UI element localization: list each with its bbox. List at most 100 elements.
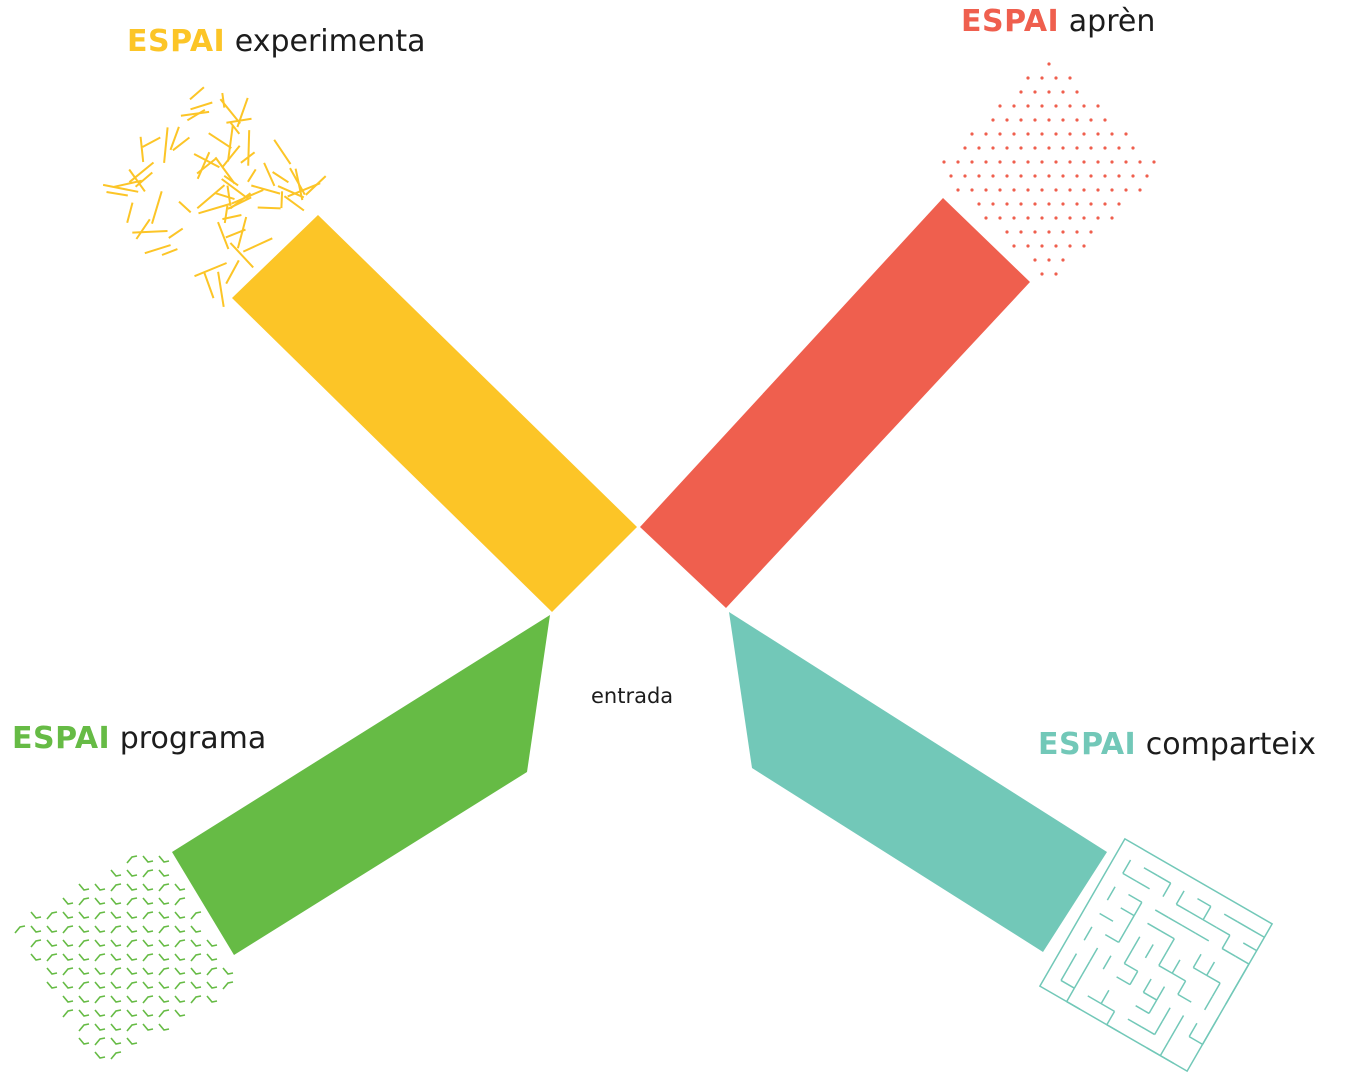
texture-dot bbox=[1040, 132, 1044, 136]
texture-dot bbox=[977, 174, 981, 178]
texture-dot bbox=[1075, 202, 1079, 206]
texture-dot bbox=[1068, 104, 1072, 108]
texture-dot bbox=[991, 202, 995, 206]
maze-wall bbox=[1060, 979, 1075, 989]
texture-chevron bbox=[174, 981, 186, 990]
texture-chevron bbox=[94, 1051, 106, 1059]
texture-dot bbox=[1040, 216, 1044, 220]
maze-wall bbox=[1221, 947, 1236, 957]
texture-chevron bbox=[78, 911, 90, 919]
comparteix-label: ESPAI comparteix bbox=[1038, 730, 1316, 760]
maze-wall bbox=[1089, 947, 1099, 962]
texture-dot bbox=[1005, 202, 1009, 206]
texture-chevron bbox=[206, 981, 218, 989]
maze-wall bbox=[1144, 944, 1154, 959]
texture-chevron bbox=[142, 869, 154, 878]
texture-chevron bbox=[46, 953, 58, 962]
texture-chevron bbox=[206, 995, 218, 1003]
texture-dot bbox=[1054, 216, 1058, 220]
texture-line bbox=[139, 136, 145, 163]
texture-dot bbox=[1026, 132, 1030, 136]
texture-dot bbox=[1019, 230, 1023, 234]
maze-wall bbox=[1116, 976, 1131, 986]
texture-dot bbox=[1026, 104, 1030, 108]
texture-dot bbox=[970, 132, 974, 136]
texture-chevron bbox=[142, 897, 154, 905]
texture-chevron bbox=[222, 981, 234, 990]
texture-chevron bbox=[94, 911, 106, 920]
texture-line bbox=[283, 195, 305, 212]
texture-dot bbox=[1047, 258, 1051, 262]
texture-line bbox=[263, 162, 276, 187]
texture-chevron bbox=[46, 939, 58, 947]
texture-chevron bbox=[62, 925, 74, 934]
texture-dot bbox=[1033, 146, 1037, 150]
maze-wall bbox=[1123, 962, 1139, 972]
texture-line bbox=[168, 227, 184, 239]
maze-wall bbox=[1195, 932, 1210, 942]
texture-line bbox=[203, 272, 215, 299]
texture-chevron bbox=[190, 953, 202, 962]
texture-line bbox=[215, 192, 235, 201]
texture-chevron bbox=[126, 981, 138, 990]
texture-line bbox=[217, 271, 225, 308]
texture-dot bbox=[1075, 90, 1079, 94]
maze-wall bbox=[1161, 1007, 1171, 1022]
maze-wall bbox=[1148, 999, 1158, 1014]
texture-chevron bbox=[142, 925, 154, 933]
texture-chevron bbox=[206, 967, 218, 976]
texture-dot bbox=[1005, 146, 1009, 150]
maze-wall bbox=[1081, 961, 1091, 976]
texture-chevron bbox=[174, 883, 186, 891]
texture-line bbox=[305, 175, 327, 196]
texture-dot bbox=[1033, 202, 1037, 206]
texture-chevron bbox=[126, 883, 138, 891]
texture-dot bbox=[998, 160, 1002, 164]
texture-dot bbox=[1054, 188, 1058, 192]
texture-line bbox=[208, 132, 232, 149]
maze-wall bbox=[1100, 1002, 1115, 1013]
maze-wall bbox=[1250, 928, 1265, 938]
texture-chevron bbox=[110, 897, 122, 905]
texture-line bbox=[196, 151, 211, 180]
texture-dot bbox=[1026, 216, 1030, 220]
texture-dot bbox=[1152, 160, 1156, 164]
texture-line bbox=[161, 248, 178, 256]
texture-chevron bbox=[126, 1023, 138, 1032]
comparteix-keyword: ESPAI bbox=[1038, 727, 1137, 762]
maze-wall bbox=[1127, 1018, 1142, 1028]
texture-chevron bbox=[78, 953, 90, 961]
texture-chevron bbox=[158, 925, 170, 934]
texture-chevron bbox=[142, 1009, 154, 1017]
texture-dot bbox=[1026, 160, 1030, 164]
texture-dot bbox=[1061, 230, 1065, 234]
comparteix-arm bbox=[729, 612, 1107, 952]
texture-dot bbox=[1110, 160, 1114, 164]
texture-chevron bbox=[30, 939, 42, 948]
texture-dot bbox=[1047, 202, 1051, 206]
texture-chevron bbox=[110, 939, 122, 947]
maze-wall bbox=[1104, 933, 1120, 944]
texture-chevron bbox=[126, 855, 138, 864]
texture-chevron bbox=[78, 995, 90, 1003]
texture-chevron bbox=[142, 981, 154, 989]
texture-dot bbox=[1103, 174, 1107, 178]
texture-line bbox=[251, 184, 281, 195]
texture-dot bbox=[949, 174, 953, 178]
texture-dot bbox=[1040, 104, 1044, 108]
texture-dot bbox=[1082, 104, 1086, 108]
maze-wall bbox=[1073, 974, 1083, 989]
texture-dot bbox=[1033, 90, 1037, 94]
texture-chevron bbox=[158, 897, 170, 905]
texture-chevron bbox=[174, 967, 186, 975]
maze-wall bbox=[1060, 966, 1070, 981]
texture-chevron bbox=[110, 869, 122, 877]
texture-line bbox=[163, 127, 169, 163]
texture-line bbox=[247, 130, 251, 166]
texture-dot bbox=[1040, 244, 1044, 248]
programa-texture bbox=[14, 855, 234, 1060]
texture-line bbox=[236, 216, 248, 249]
texture-chevron bbox=[174, 953, 186, 961]
texture-dot bbox=[1012, 104, 1016, 108]
maze-wall bbox=[1162, 882, 1172, 897]
